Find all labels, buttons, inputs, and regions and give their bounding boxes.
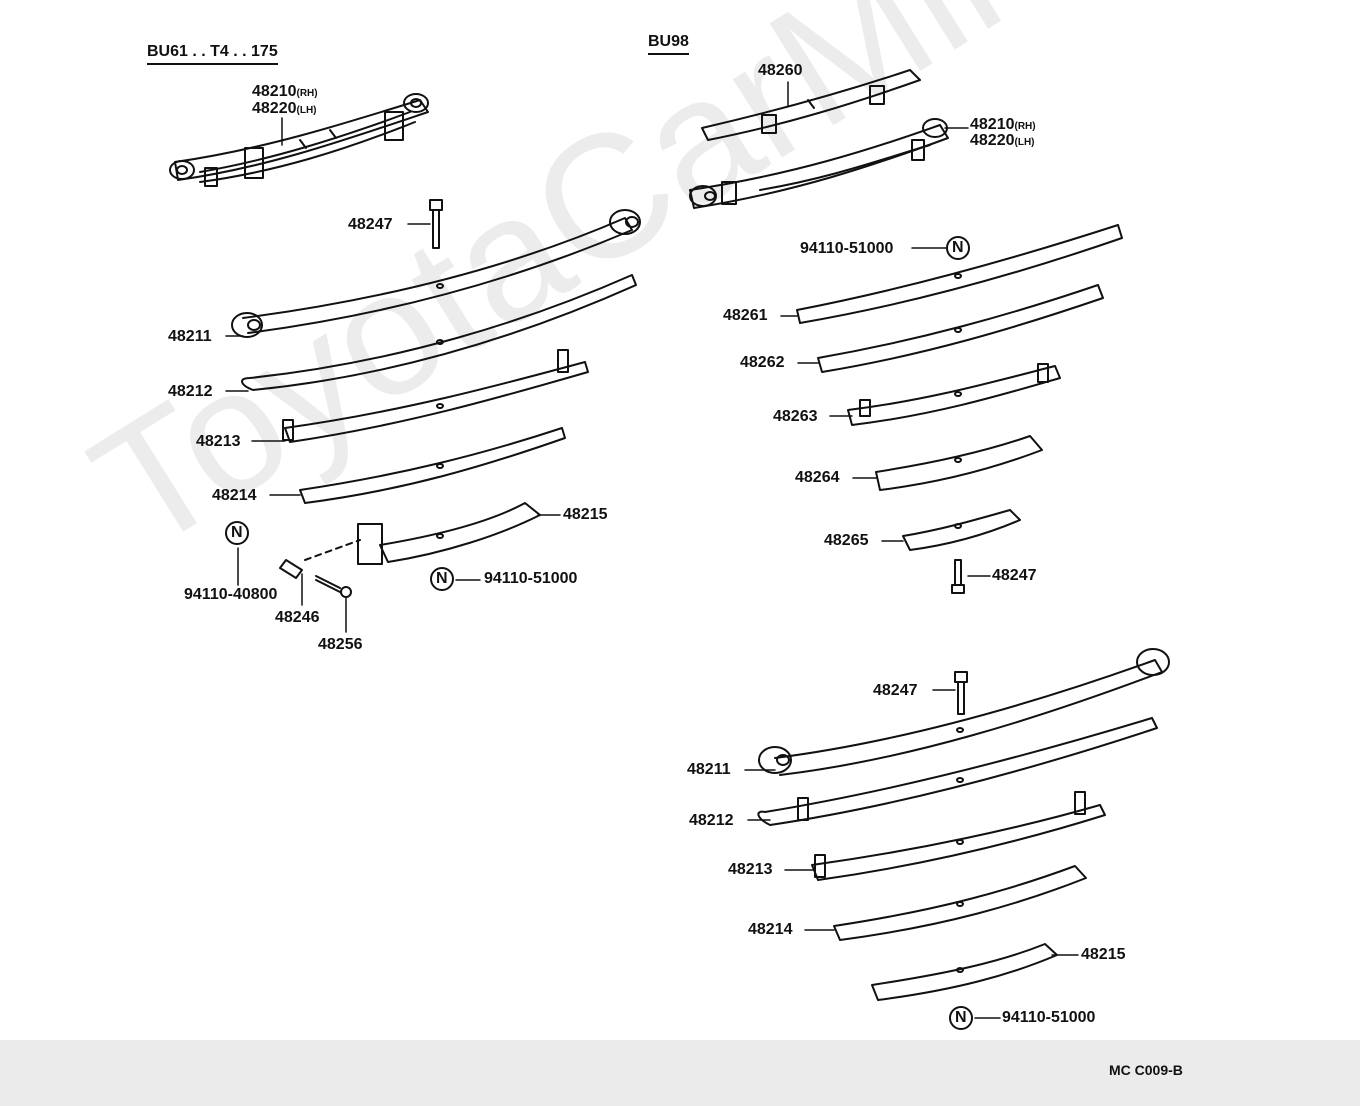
right-lower-leaf-48215 [872,944,1057,1000]
section-heading-bu61: BU61 . . T4 . . 175 [147,43,278,65]
part-label-94110-51000: 94110-51000 [484,570,578,587]
n-symbol-icon: N [955,1009,967,1026]
part-label-94110-51000: 94110-51000 [1002,1009,1096,1026]
n-symbol-icon: N [231,524,243,541]
left-leaf-48214 [300,428,565,503]
part-label-48261: 48261 [723,307,768,324]
n-circles [226,237,972,1029]
right-lower-leaf-48211 [759,649,1169,775]
part-label-48210: 48210(RH) [252,83,318,100]
left-leaf-48212 [242,275,636,390]
part-label-48210: 48210(RH) [970,116,1036,133]
footer-band [0,1040,1360,1106]
part-label-48247: 48247 [992,567,1037,584]
left-leaf-48211 [232,210,640,337]
part-label-48214: 48214 [748,921,793,938]
right-leaf-48261 [797,225,1122,323]
leader-lines [226,82,1078,1018]
part-label-48211: 48211 [687,761,731,778]
diagram-code: MC C009-B [1109,1062,1183,1078]
part-label-48213: 48213 [196,433,241,450]
part-label-48247: 48247 [348,216,393,233]
left-spring-assembly [170,94,428,186]
part-label-48215: 48215 [563,506,608,523]
part-label-94110-40800: 94110-40800 [184,586,278,603]
left-leaf-48213 [283,350,588,442]
part-label-48247: 48247 [873,682,918,699]
left-bolt-48256 [316,576,351,597]
left-leaf-48215 [358,503,540,564]
right-leaf-48265 [903,510,1020,550]
part-label-48215: 48215 [1081,946,1126,963]
right-leaf-48263 [848,364,1060,425]
right-lower-leaf-48214 [834,866,1086,940]
part-label-48220: 48220(LH) [252,100,317,117]
right-spring-48210 [690,119,948,208]
part-label-48212: 48212 [689,812,734,829]
part-label-48246: 48246 [275,609,320,626]
part-label-94110-51000: 94110-51000 [800,240,894,257]
part-label-48211: 48211 [168,328,212,345]
left-bolt-48247 [430,200,442,248]
right-lower-leaf-48213 [798,792,1105,880]
right-leaf-48262 [818,285,1103,372]
right-spring-48260 [702,70,920,140]
right-lower-leaf-48212 [758,718,1157,825]
part-label-48262: 48262 [740,354,785,371]
right-leaf-48264 [876,436,1042,490]
part-label-48260: 48260 [758,62,803,79]
right-bolt-48247-lower [955,672,967,714]
part-label-48264: 48264 [795,469,840,486]
part-label-48263: 48263 [773,408,818,425]
part-label-48265: 48265 [824,532,869,549]
part-label-48256: 48256 [318,636,363,653]
part-label-48212: 48212 [168,383,213,400]
left-pin-48246 [280,560,302,578]
n-symbol-icon: N [436,570,448,587]
part-label-48213: 48213 [728,861,773,878]
part-label-48214: 48214 [212,487,257,504]
part-label-48220: 48220(LH) [970,132,1035,149]
section-heading-bu98: BU98 [648,33,689,55]
n-symbol-icon: N [952,239,964,256]
right-bolt-48247-upper [952,560,964,593]
